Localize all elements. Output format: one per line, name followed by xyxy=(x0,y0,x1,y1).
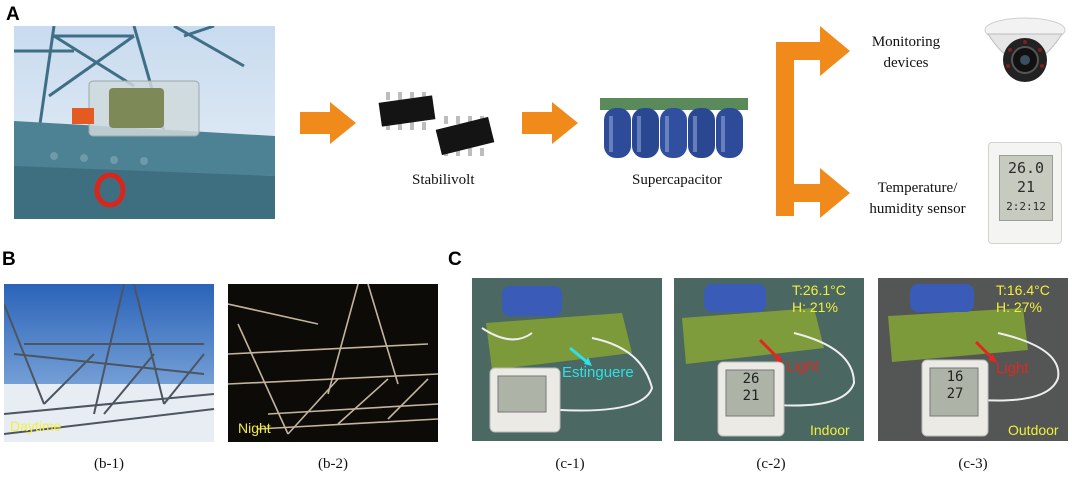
caption-c2: (c-2) xyxy=(756,456,786,472)
indoor-label: Indoor xyxy=(810,422,850,438)
night-label: Night xyxy=(238,420,271,436)
sensor-lcd: 26.0 21 2:2:12 xyxy=(999,155,1053,221)
caption-b2: (b-2) xyxy=(318,456,348,472)
outdoor-label: Outdoor xyxy=(1008,422,1059,438)
indoor-readings: T:26.1°C H: 21% xyxy=(792,282,846,315)
flow-arrow-2 xyxy=(522,102,578,144)
caption-c1: (c-1) xyxy=(555,456,585,472)
flow-arrow-1 xyxy=(300,102,356,144)
caption-c3: (c-3) xyxy=(958,456,988,472)
circuit-photo-c2: 26 21 T:26.1°C H: 21% Light Indoor xyxy=(674,278,864,441)
sensor-lcd-c3: 16 27 xyxy=(946,369,964,402)
stabilivolt-chips-image xyxy=(378,86,503,166)
supercapacitor-label: Supercapacitor xyxy=(632,172,722,188)
panel-letter-a: A xyxy=(6,4,20,25)
tower-daytime-photo: Daytime xyxy=(4,284,214,442)
supercapacitor-image xyxy=(598,98,750,162)
tower-harvester-photo xyxy=(14,26,275,219)
outdoor-readings: T:16.4°C H: 27% xyxy=(996,282,1050,315)
stabilivolt-label: Stabilivolt xyxy=(412,172,475,188)
tower-night-photo: Night xyxy=(228,284,438,442)
temperature-sensor-image: 26.0 21 2:2:12 xyxy=(988,142,1062,244)
circuit-photo-c3: 16 27 T:16.4°C H: 27% Light Outdoor xyxy=(878,278,1068,441)
light-annotation-c2: Light xyxy=(786,358,819,375)
estinguere-annotation: Estinguere xyxy=(562,364,634,381)
daytime-label: Daytime xyxy=(10,418,62,434)
dome-camera-image xyxy=(980,8,1070,88)
sensor-label: Temperature/ humidity sensor xyxy=(869,180,966,217)
branch-arrow xyxy=(776,18,850,224)
panel-letter-b: B xyxy=(2,249,16,270)
caption-b1: (b-1) xyxy=(94,456,124,472)
sensor-lcd-c2: 26 21 xyxy=(742,371,760,404)
light-annotation-c3: Light xyxy=(996,360,1029,377)
panel-letter-c: C xyxy=(448,249,462,270)
circuit-photo-c1: Estinguere xyxy=(472,278,662,441)
monitoring-devices-label: Monitoring devices xyxy=(871,34,941,71)
